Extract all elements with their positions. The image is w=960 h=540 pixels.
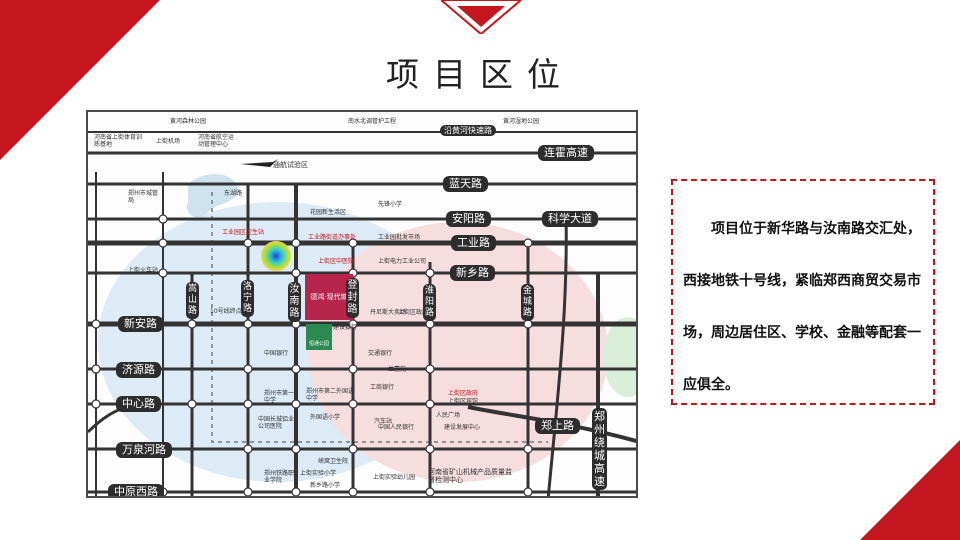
poi-east-lake: 东湖路 [224, 190, 243, 197]
poi-mining-center: 河南省矿山机械产品质量监督检测中心 [428, 468, 512, 484]
park-marker: 恒通公园 [306, 324, 332, 350]
road-label-xinxiang: 新乡路 [450, 265, 495, 281]
poi-power-company: 上街电力工业公司 [378, 258, 427, 265]
road-label-anyang: 安阳路 [446, 211, 491, 227]
poi-peoples-square: 人民广场 [436, 412, 461, 419]
poi-street-office: 工业路街道办事处 [308, 234, 357, 241]
poi-wholesale-market: 工业园批发市场 [378, 234, 421, 241]
road-label-ruvnan: 汝南路 [288, 282, 301, 322]
map-graphic [88, 131, 636, 496]
road-label-songshan: 嵩山路 [186, 282, 199, 319]
poi-sports-base: 河南省上街体育训练基地 [94, 134, 143, 148]
poi-railway-station: 上街火车站 [128, 267, 159, 274]
poi-kindergarten: 上街实验幼儿园 [373, 474, 416, 481]
poi-hotel: 上街区宾馆 [448, 398, 479, 405]
poi-construction-center: 建设发展中心 [444, 424, 481, 431]
slide-title: 项目区位 [386, 55, 574, 94]
poi-foreign-primary: 外国语小学 [310, 414, 341, 421]
road-label-zhongyuanxi: 中原西路 [108, 484, 164, 496]
poi-district-gov: 上街区政府 [398, 309, 429, 316]
road-label-dengfeng: 登封路 [346, 278, 359, 318]
poi-xinxiang-primary: 新乡路小学 [310, 482, 341, 489]
description-box: 项目位于新华路与汝南路交汇处，西接地铁十号线，紧临郑西商贸交易市场，周边居住区、… [671, 179, 935, 405]
corner-decoration-bottom-right [860, 440, 960, 540]
road-label-jiyuan: 济源路 [116, 362, 161, 378]
poi-water-project: 南水北调管护工程 [348, 118, 397, 125]
poi-tcm-hospital: 上街区中医院 [318, 258, 355, 265]
road-label-jincheng: 金城路 [521, 284, 534, 321]
poi-railway-college: 郑州铁路职业学院 [264, 470, 295, 484]
poi-city-gov: 上街区政府 [448, 390, 479, 397]
road-label-zhengshang: 郑上路 [535, 418, 580, 434]
description-text: 项目位于新华路与汝南路交汇处，西接地铁十号线，紧临郑西商贸交易市场，周边居住区、… [683, 221, 921, 393]
road-label-kexue: 科学大道 [542, 211, 598, 227]
poi-aviation-center: 河南省航空运动管理中心 [198, 134, 235, 148]
heatmap-spot [261, 241, 291, 271]
poi-airport: 上街机场 [156, 138, 181, 145]
chevron-badge-icon [441, 0, 521, 34]
poi-industry-clinic: 工业园区卫生站 [222, 229, 265, 236]
poi-experiment-primary: 上街实验小学 [300, 470, 337, 477]
poi-garden-life: 花园新生活区 [310, 209, 347, 216]
poi-no2-middle: 郑州市第二外国语中学 [306, 388, 355, 402]
road-label-zhongxin: 中心路 [116, 396, 161, 412]
poi-bus-station: 汽车站 [374, 418, 393, 425]
poi-bocom: 交通银行 [368, 350, 393, 357]
road-label-xinan: 新安路 [118, 316, 163, 332]
poi-icbc: 工商银行 [370, 384, 395, 391]
poi-wetland-park: 黄河湿地公园 [503, 118, 540, 125]
road-label-luoning: 洛宁路 [241, 280, 254, 317]
road-label-gongye: 工业路 [451, 235, 496, 251]
poi-flight-zone: 通航试验区 [273, 161, 308, 169]
road-label-lianhuo: 连霍高速 [538, 145, 594, 161]
road-label-yanhuanghe: 沿黄河快速路 [440, 125, 496, 136]
road-label-huaiyang: 淮阳路 [423, 284, 436, 321]
poi-city-bureau: 郑州市城管局 [128, 190, 159, 204]
poi-forest-park: 黄河森林公园 [170, 118, 207, 125]
poi-supermarket: 丹尼斯大卖场 [370, 309, 407, 316]
poi-xianfeng-school: 先锋小学 [378, 201, 403, 208]
poi-ccb: 建设银行 [333, 324, 358, 331]
poi-xiawo-clinic: 峡窝卫生院 [318, 458, 349, 465]
road-label-lantian: 蓝天路 [443, 176, 488, 192]
poi-peoples-bank: 中国人民银行 [378, 424, 415, 431]
road-label-raocheng: 郑州绕城高速 [592, 408, 607, 490]
road-label-wanquanhe: 万泉河路 [116, 442, 172, 458]
poi-line10-terminal: 10号线终点站 [210, 308, 248, 315]
poi-aluminium-hospital: 中国长城铝业公司医院 [258, 416, 295, 430]
poi-bank-of-china: 中国银行 [264, 350, 289, 357]
location-map: 德鸿·现代城 恒通公园 沿黄河快速路 连霍高速 蓝天路 安阳路 工业路 新乡路 … [86, 110, 638, 498]
poi-lanhui: 兰蕙苑 [388, 366, 407, 373]
project-marker: 德鸿·现代城 [305, 274, 353, 320]
poi-no1-middle: 郑州市第一中学 [264, 390, 295, 404]
